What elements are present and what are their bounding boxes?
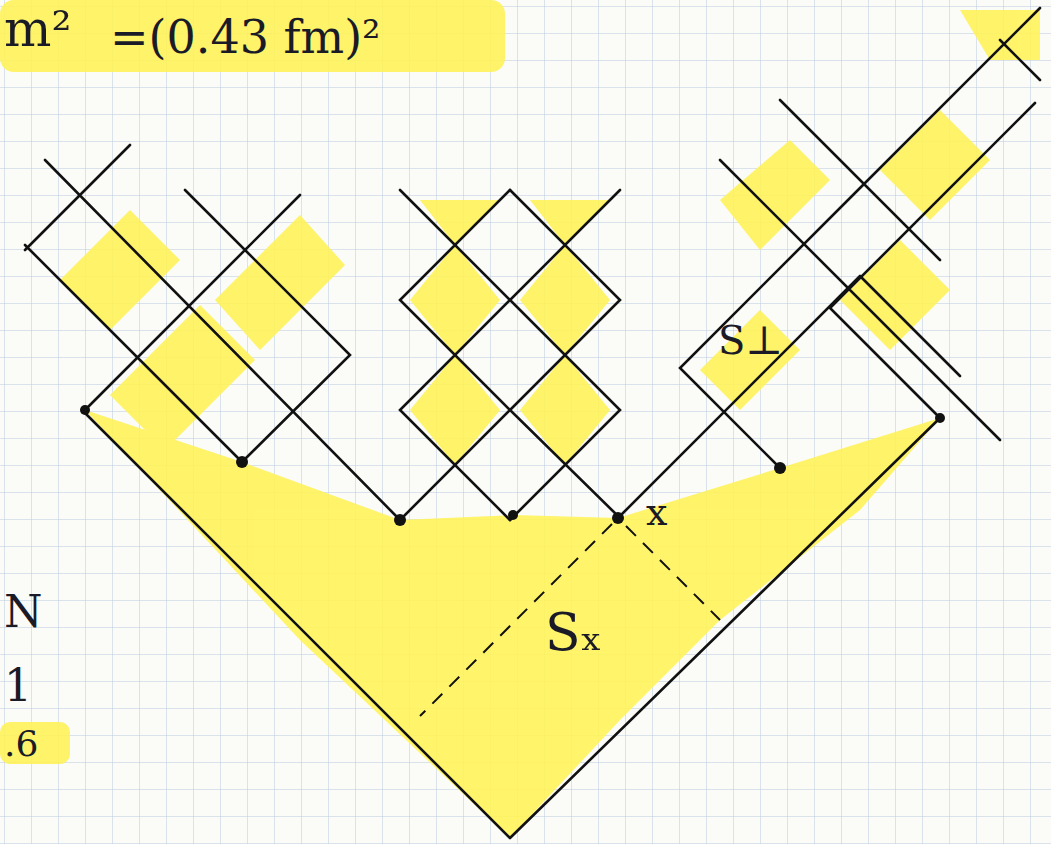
string-lines [25, 8, 1040, 838]
handwritten-label: x [646, 492, 667, 534]
handwritten-label: m² [4, 2, 71, 57]
handwritten-label: 1 [4, 662, 32, 710]
dashed-line [420, 524, 720, 716]
vertex-dot [80, 405, 945, 526]
handwritten-label: =(0.43 fm)² [110, 12, 381, 63]
handwritten-label: S⊥ [718, 318, 783, 362]
handwritten-label: N [4, 588, 43, 636]
handwritten-label: Sₓ [545, 604, 603, 661]
handwritten-label: .6 [4, 724, 38, 764]
